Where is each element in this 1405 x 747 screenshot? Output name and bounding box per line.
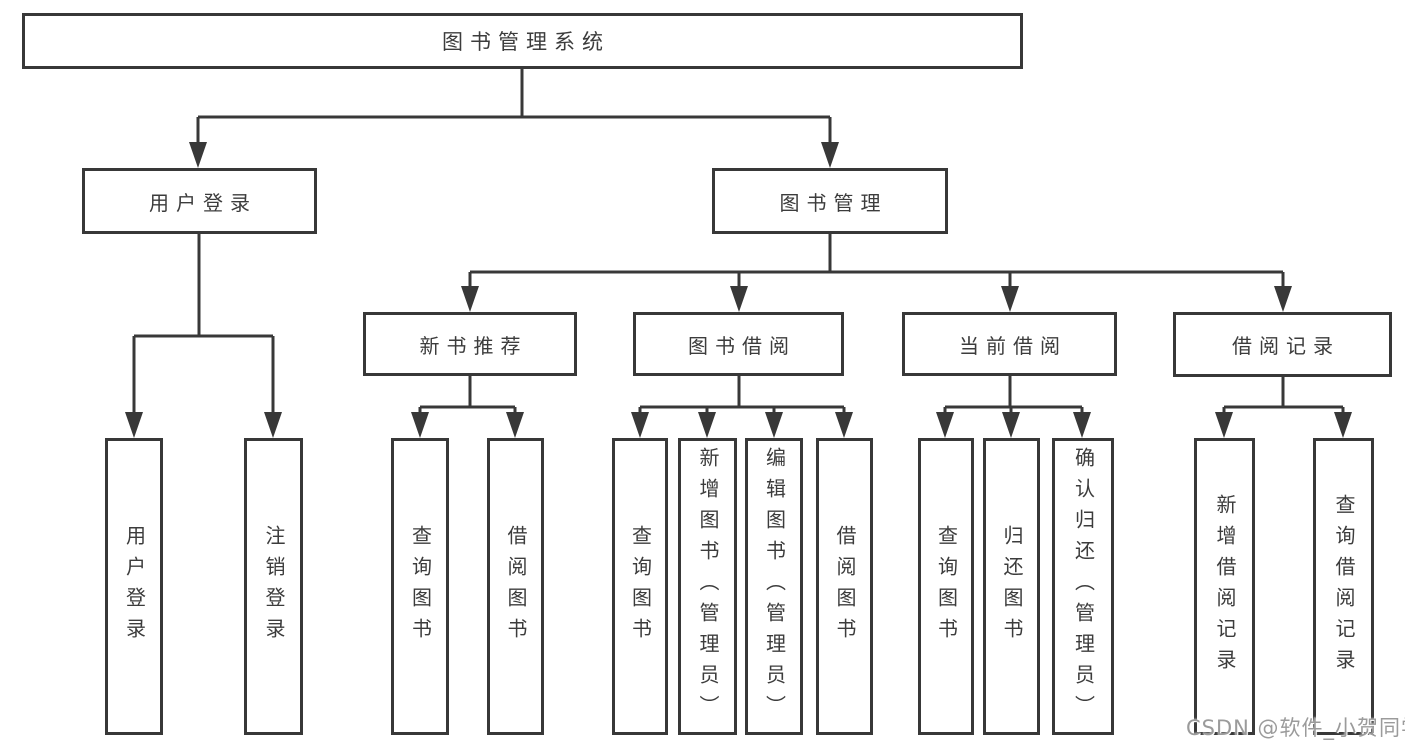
leaf-logout: 注销登录 <box>244 438 303 735</box>
leaf-br-add-record-label: 新增借阅记录 <box>1213 493 1237 680</box>
leaf-bb-borrow-book: 借阅图书 <box>816 438 873 735</box>
leaf-user-login-label: 用户登录 <box>122 524 147 649</box>
node-root: 图书管理系统 <box>22 13 1023 69</box>
leaf-nb-query-book-label: 查询图书 <box>408 524 433 649</box>
node-book-management: 图书管理 <box>712 168 948 234</box>
leaf-nb-query-book: 查询图书 <box>391 438 449 735</box>
node-book-management-label: 图书管理 <box>779 190 888 215</box>
leaf-bb-add-book: 新增图书（管理员） <box>678 438 737 735</box>
tree-edges <box>132 67 1345 416</box>
node-current-borrow-label: 当前借阅 <box>959 333 1067 358</box>
leaf-cb-return-book: 归还图书 <box>983 438 1040 735</box>
node-new-book-recommend-label: 新书推荐 <box>419 333 528 358</box>
leaf-user-login: 用户登录 <box>105 438 163 735</box>
leaf-cb-confirm-return: 确认归还（管理员） <box>1052 438 1114 735</box>
leaf-cb-confirm-return-label: 确认归还（管理员） <box>1071 447 1096 726</box>
leaf-bb-query-book: 查询图书 <box>612 438 668 735</box>
node-current-borrow: 当前借阅 <box>902 312 1117 376</box>
node-new-book-recommend: 新书推荐 <box>363 312 577 376</box>
node-book-borrow: 图书借阅 <box>633 312 844 376</box>
leaf-br-query-record-label: 查询借阅记录 <box>1332 493 1356 680</box>
leaf-bb-edit-book: 编辑图书（管理员） <box>745 438 803 735</box>
leaf-nb-borrow-book: 借阅图书 <box>487 438 544 735</box>
node-root-label: 图书管理系统 <box>442 30 610 54</box>
leaf-br-query-record: 查询借阅记录 <box>1313 438 1374 735</box>
leaf-nb-borrow-book-label: 借阅图书 <box>504 524 528 649</box>
leaf-bb-add-book-label: 新增图书（管理员） <box>696 447 720 726</box>
leaf-bb-query-book-label: 查询图书 <box>628 524 653 649</box>
node-user-login-label: 用户登录 <box>149 190 257 215</box>
csdn-watermark: CSDN @软件_小贺同学 <box>1186 716 1405 740</box>
node-book-borrow-label: 图书借阅 <box>688 333 796 358</box>
leaf-logout-label: 注销登录 <box>262 524 286 649</box>
node-borrow-records: 借阅记录 <box>1173 312 1392 377</box>
leaf-br-add-record: 新增借阅记录 <box>1194 438 1255 735</box>
leaf-cb-return-book-label: 归还图书 <box>1000 524 1024 649</box>
node-user-login: 用户登录 <box>82 168 317 234</box>
leaf-bb-borrow-book-label: 借阅图书 <box>833 524 857 649</box>
leaf-cb-query-book-label: 查询图书 <box>934 524 959 649</box>
node-borrow-records-label: 借阅记录 <box>1232 334 1340 358</box>
arrowheads <box>125 142 1352 438</box>
leaf-cb-query-book: 查询图书 <box>918 438 974 735</box>
leaf-bb-edit-book-label: 编辑图书（管理员） <box>762 447 787 726</box>
